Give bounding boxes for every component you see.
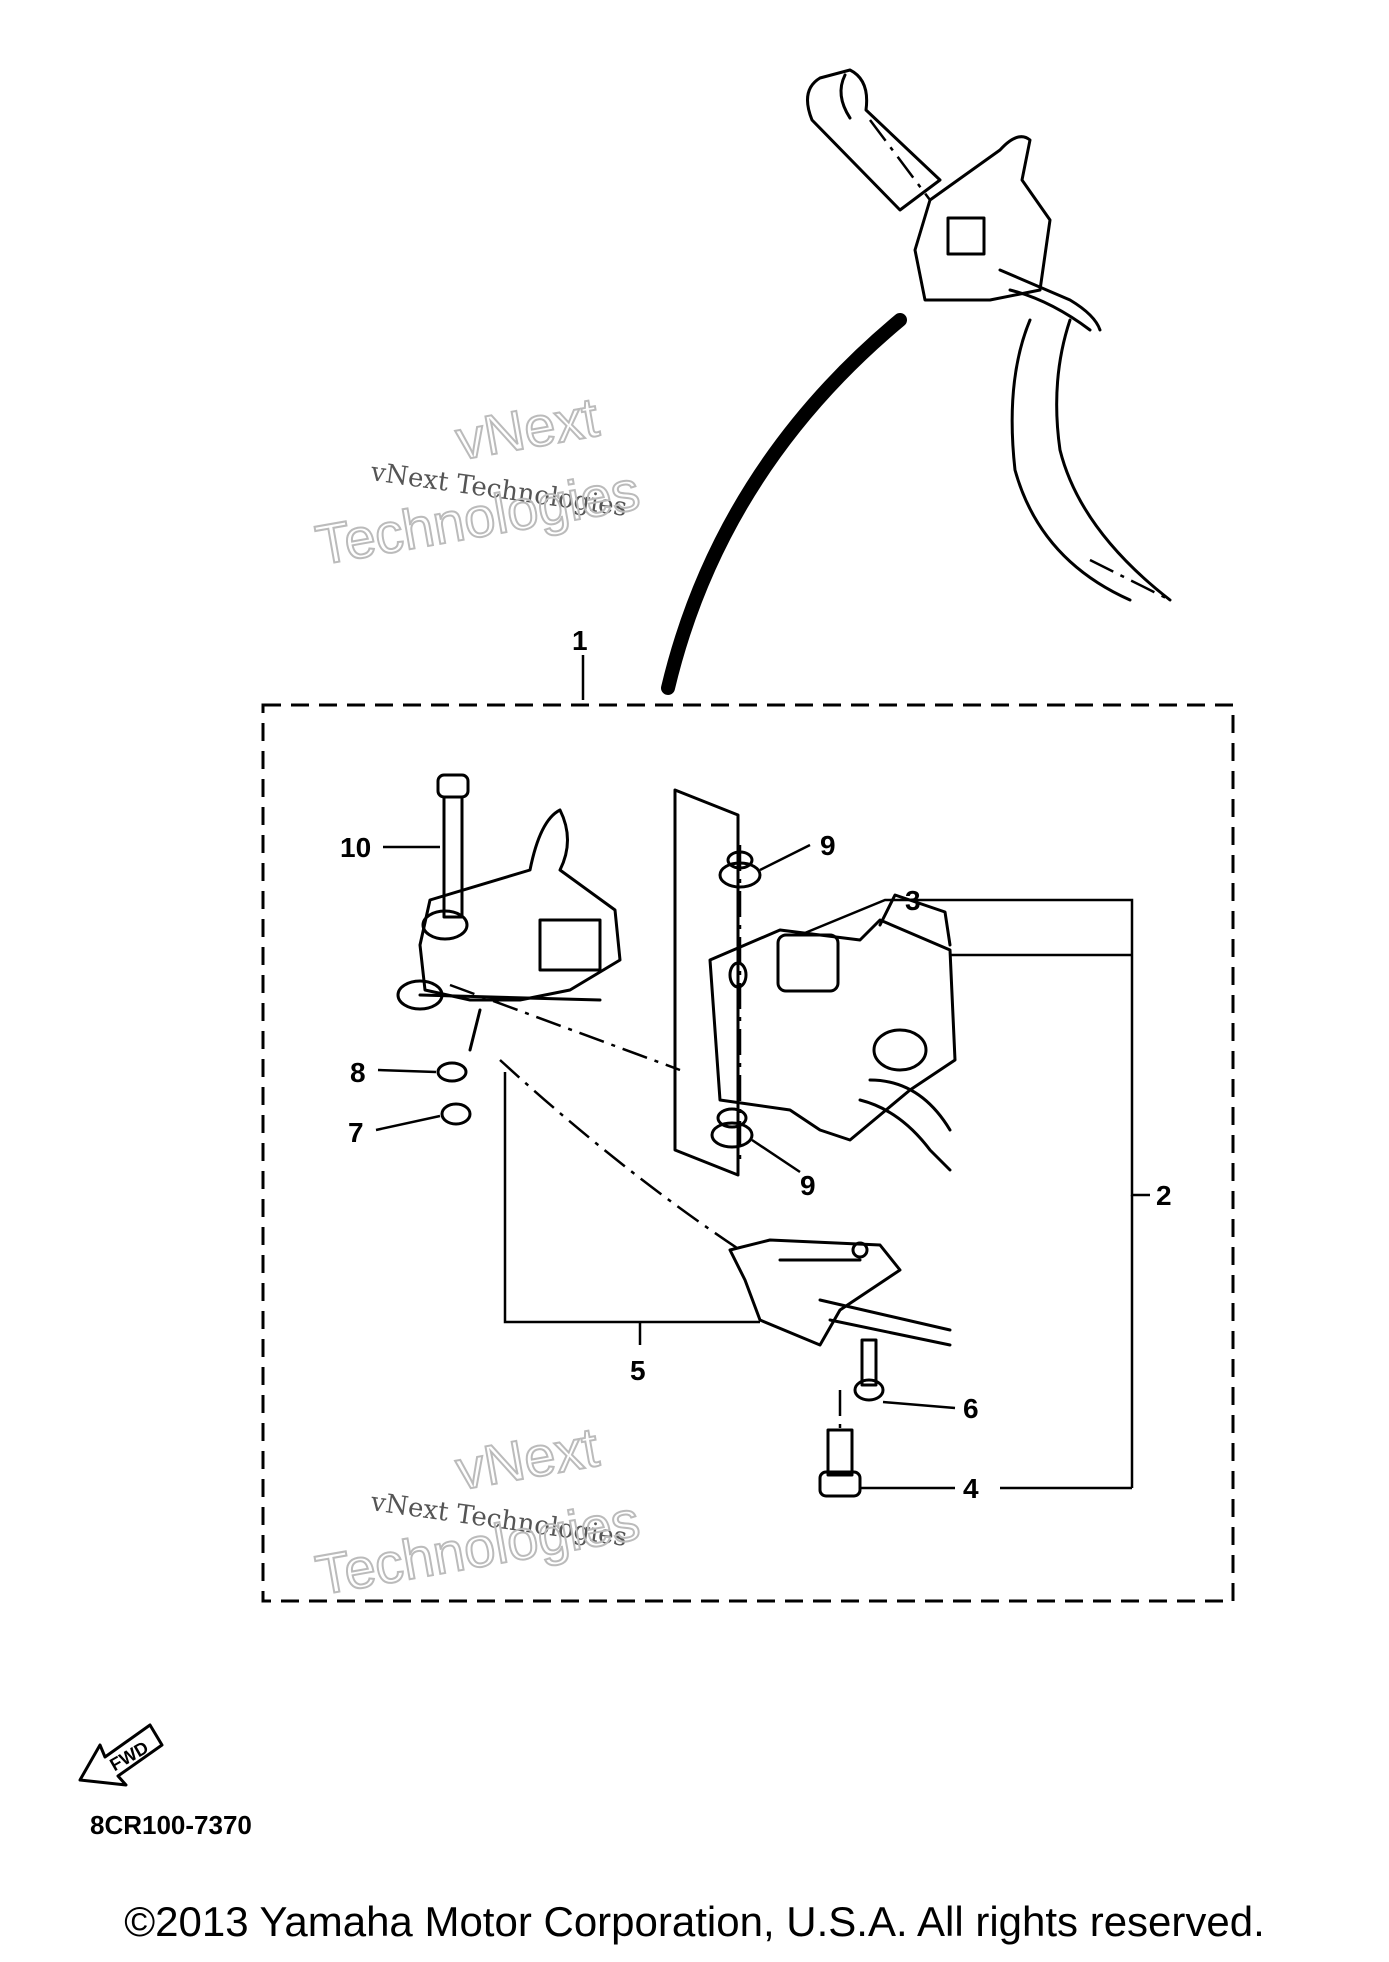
svg-text:vNext: vNext <box>451 385 603 472</box>
watermark-bottom: vNext Technologies vNext Technologies <box>310 1414 645 1608</box>
throttle-housing-3 <box>708 893 957 1172</box>
callout-2: 2 <box>1156 1180 1172 1211</box>
callout-9-bottom: 9 <box>800 1170 816 1201</box>
svg-text:vNext: vNext <box>451 1415 603 1502</box>
grommet-9-bottom <box>710 1107 754 1149</box>
nut-7 <box>440 1102 472 1126</box>
callout-8: 8 <box>350 1057 366 1088</box>
handlebar-assembly <box>661 68 1172 695</box>
screw-6 <box>853 1338 885 1402</box>
callout-6: 6 <box>963 1393 979 1424</box>
bolt-4 <box>818 1390 862 1498</box>
fwd-arrow-icon: FWD <box>78 1723 164 1787</box>
throttle-lever <box>396 808 622 1052</box>
watermark-top: vNext Technologies vNext Technologies <box>310 384 645 578</box>
bolt-10 <box>436 773 470 919</box>
drawing-code: 8CR100-7370 <box>90 1810 252 1840</box>
grommet-9-top <box>718 850 762 889</box>
callout-9-top: 9 <box>820 830 836 861</box>
callout-5: 5 <box>630 1355 646 1386</box>
assembly-boundary <box>261 703 1235 1603</box>
callout-4: 4 <box>963 1473 979 1504</box>
washer-8 <box>436 1061 468 1083</box>
copyright-notice: ©2013 Yamaha Motor Corporation, U.S.A. A… <box>124 1898 1265 1945</box>
callout-7: 7 <box>348 1117 364 1148</box>
callout-1: 1 <box>572 625 588 656</box>
switch-5 <box>728 1238 952 1347</box>
mounting-plate <box>673 788 740 1177</box>
callout-10: 10 <box>340 832 371 863</box>
callout-3: 3 <box>905 885 921 916</box>
